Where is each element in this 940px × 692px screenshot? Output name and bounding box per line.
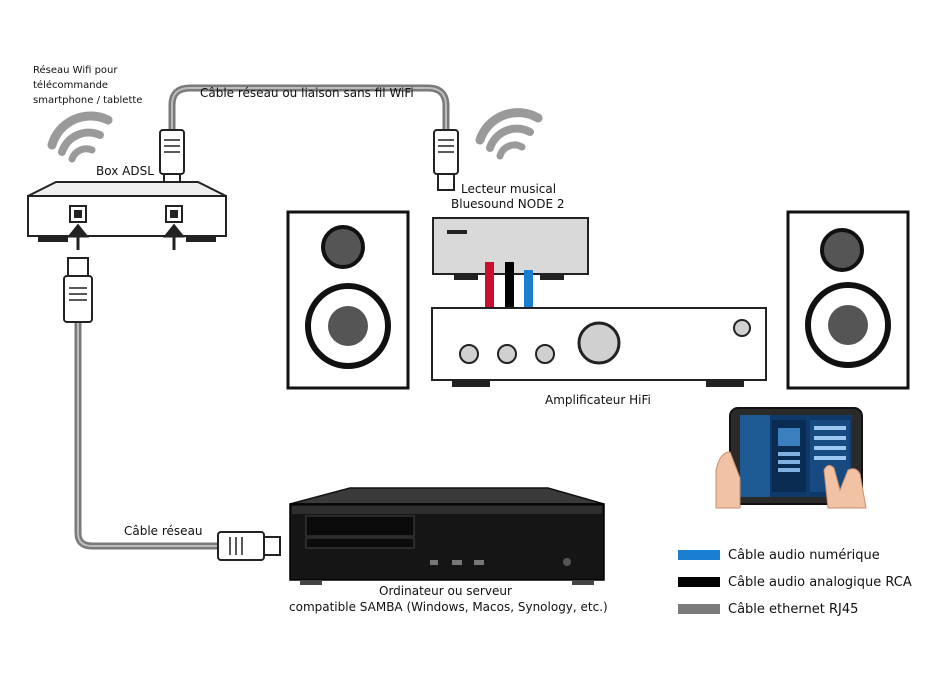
ethernet-cable-left (74, 322, 220, 550)
wifi-icon (47, 111, 113, 163)
rca-black-cable (505, 262, 514, 328)
left-speaker (286, 210, 410, 390)
rca-red-cable (485, 262, 494, 328)
hifi-amplifier (431, 307, 767, 387)
legend-item: Câble ethernet RJ45 (678, 601, 859, 617)
computer-server (289, 487, 605, 585)
tablet (729, 407, 863, 505)
arrow-up-icon (66, 223, 90, 250)
legend-swatch (678, 604, 720, 614)
wifi-icon (475, 108, 543, 160)
ethernet-cable-top (168, 84, 450, 178)
legend-item: Câble audio numérique (678, 547, 880, 563)
legend-swatch (678, 577, 720, 587)
adsl-box (27, 181, 227, 242)
legend-label: Câble audio analogique RCA (728, 574, 912, 590)
arrow-up-icon (162, 223, 186, 250)
rj45-plug-player (433, 129, 459, 191)
right-speaker (786, 210, 910, 390)
rj45-plug-computer (217, 531, 281, 561)
hand-right (823, 464, 867, 509)
cable-top-label: Câble réseau ou liaison sans fil WiFi (200, 86, 414, 100)
box-label: Box ADSL (96, 164, 154, 178)
legend-swatch (678, 550, 720, 560)
computer-label-line2: compatible SAMBA (Windows, Macos, Synolo… (289, 600, 608, 614)
legend-item: Câble audio analogique RCA (678, 574, 912, 590)
player-label-line2: Bluesound NODE 2 (451, 197, 565, 211)
hand-left (715, 451, 741, 509)
cable-left-label: Câble réseau (124, 524, 203, 538)
player-label-line1: Lecteur musical (461, 182, 557, 196)
digital-blue-cable (524, 270, 533, 312)
legend-label: Câble ethernet RJ45 (728, 601, 859, 617)
legend-label: Câble audio numérique (728, 547, 880, 563)
rj45-plug-left (63, 257, 93, 323)
amp-label: Amplificateur HiFi (545, 393, 651, 407)
computer-label-line1: Ordinateur ou serveur (379, 584, 512, 598)
wifi-remote-label: Réseau Wifi pour télécommande smartphone… (33, 65, 143, 106)
